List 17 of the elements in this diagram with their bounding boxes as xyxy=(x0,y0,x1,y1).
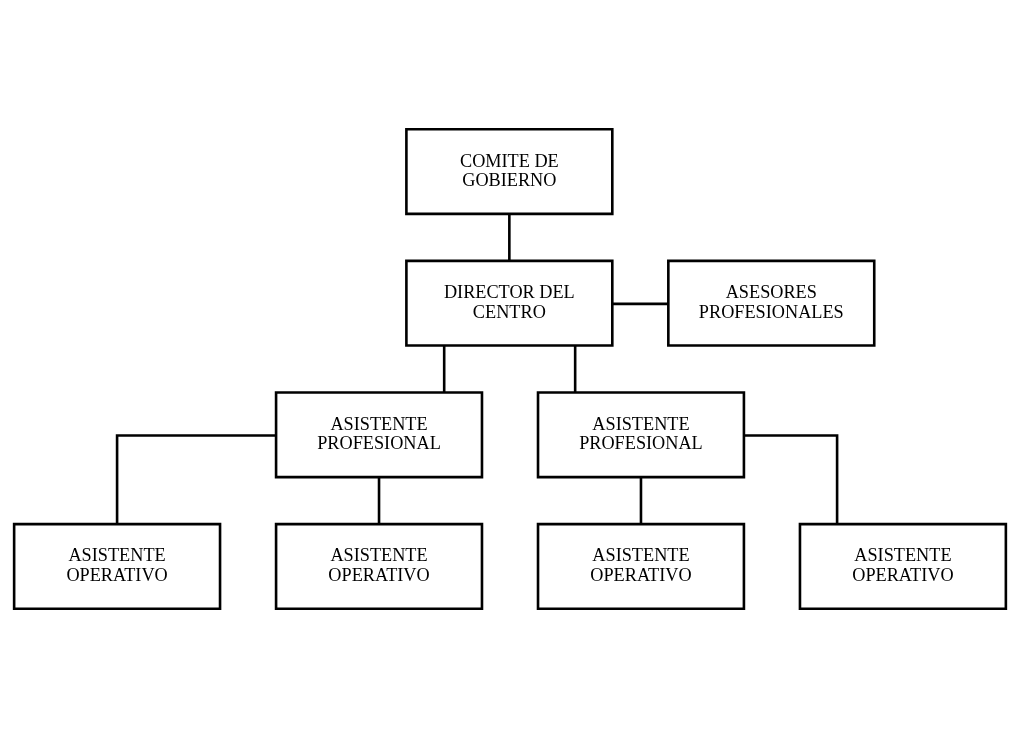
node-box: ASISTENTE OPERATIVO xyxy=(274,522,484,610)
node-box: ASESORES PROFESIONALES xyxy=(667,259,876,347)
connector xyxy=(573,345,577,392)
connector xyxy=(639,476,643,524)
connector xyxy=(508,213,511,260)
connector xyxy=(442,345,446,392)
node-box: ASISTENTE PROFESIONAL xyxy=(536,390,746,478)
node-box: COMITE DE GOBIERNO xyxy=(405,127,614,215)
node-box: ASISTENTE OPERATIVO xyxy=(536,522,746,610)
connector xyxy=(115,433,276,524)
node-box: ASISTENTE OPERATIVO xyxy=(798,522,1008,610)
node-box: ASISTENTE OPERATIVO xyxy=(12,522,222,610)
connector xyxy=(377,476,381,524)
node-box: DIRECTOR DEL CENTRO xyxy=(405,259,614,347)
connector xyxy=(612,302,669,305)
connector xyxy=(744,433,839,524)
node-box: ASISTENTE PROFESIONAL xyxy=(274,390,484,478)
